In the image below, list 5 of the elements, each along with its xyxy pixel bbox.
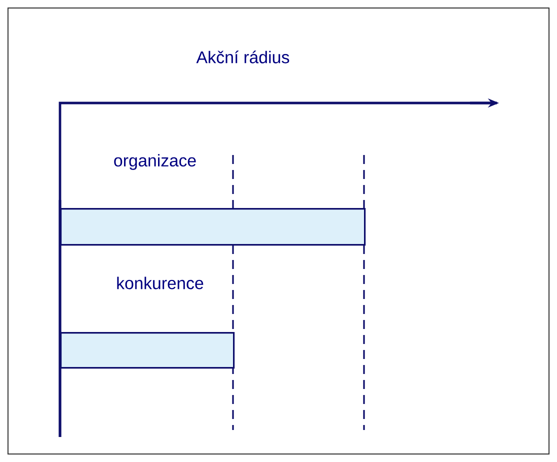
bar: [60, 332, 235, 369]
bar: [60, 208, 366, 246]
bar-label: konkurence: [117, 276, 204, 290]
bar-label: organizace: [114, 154, 196, 170]
axis-title: Akční rádius: [196, 50, 290, 64]
